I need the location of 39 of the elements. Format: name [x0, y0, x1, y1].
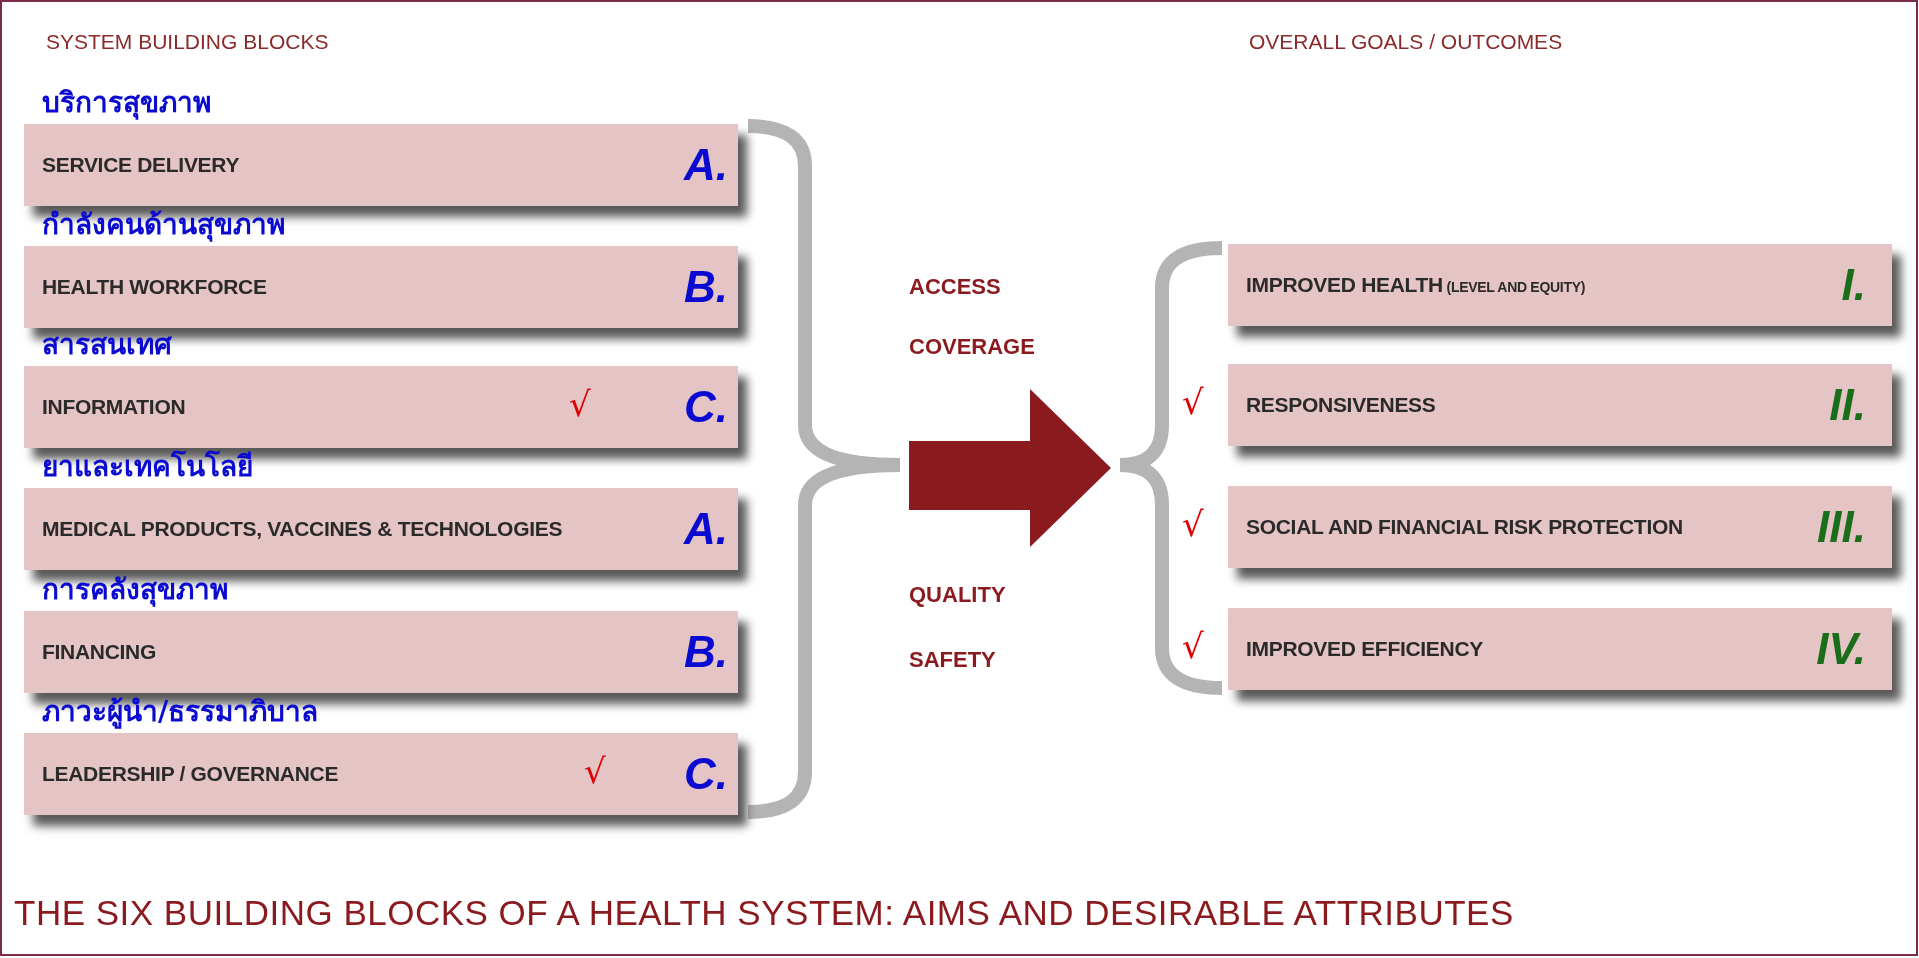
block-heading: กำลังคนด้านสุขภาพ — [42, 208, 285, 242]
grade-numeral: I. — [1841, 260, 1866, 310]
goal-note: (LEVEL AND EQUITY) — [1445, 279, 1586, 295]
block-heading: ยาและเทคโนโลยี — [42, 450, 253, 484]
block-heading: ภาวะผู้นำ/ธรรมาภิบาล — [42, 695, 319, 729]
attribute-label: SAFETY — [909, 647, 996, 673]
check-mark: √ — [1182, 382, 1204, 422]
block-label: FINANCING — [42, 640, 156, 664]
block-label: INFORMATION — [42, 395, 186, 419]
check-mark: √ — [584, 751, 606, 791]
attribute-label: QUALITY — [909, 582, 1006, 608]
grade-numeral: II. — [1829, 380, 1866, 430]
check-mark: √ — [1182, 626, 1204, 666]
grade-letter: C. — [684, 382, 728, 432]
grade-numeral: IV. — [1816, 624, 1866, 674]
goal-label: IMPROVED EFFICIENCY — [1246, 637, 1483, 660]
column-heading: SYSTEM BUILDING BLOCKS — [46, 30, 329, 54]
block-label: MEDICAL PRODUCTS, VACCINES & TECHNOLOGIES — [42, 517, 563, 541]
block-label: HEALTH WORKFORCE — [42, 275, 267, 299]
block-heading: สารสนเทศ — [42, 328, 172, 362]
goal-label: IMPROVED HEALTH — [1246, 273, 1443, 296]
attribute-label: COVERAGE — [909, 334, 1035, 360]
grade-letter: A. — [684, 140, 728, 190]
block-label: SERVICE DELIVERY — [42, 153, 240, 177]
grade-numeral: III. — [1817, 502, 1866, 552]
block-heading: การคลังสุขภาพ — [42, 573, 228, 607]
grade-letter: C. — [684, 749, 728, 799]
grade-letter: B. — [684, 627, 728, 677]
goal-label: RESPONSIVENESS — [1246, 393, 1436, 416]
diagram-title: THE SIX BUILDING BLOCKS OF A HEALTH SYSTEM: AIMS AND DESIRABLE ATTRIBUTES — [14, 893, 1514, 933]
check-mark: √ — [569, 384, 591, 424]
check-mark: √ — [1182, 504, 1204, 544]
grade-letter: B. — [684, 262, 728, 312]
grade-letter: A. — [684, 504, 728, 554]
block-heading: บริการสุขภาพ — [42, 86, 211, 120]
column-heading: OVERALL GOALS / OUTCOMES — [1249, 30, 1563, 54]
block-label: LEADERSHIP / GOVERNANCE — [42, 762, 339, 786]
goal-label: SOCIAL AND FINANCIAL RISK PROTECTION — [1246, 515, 1683, 538]
attribute-label: ACCESS — [909, 274, 1001, 300]
